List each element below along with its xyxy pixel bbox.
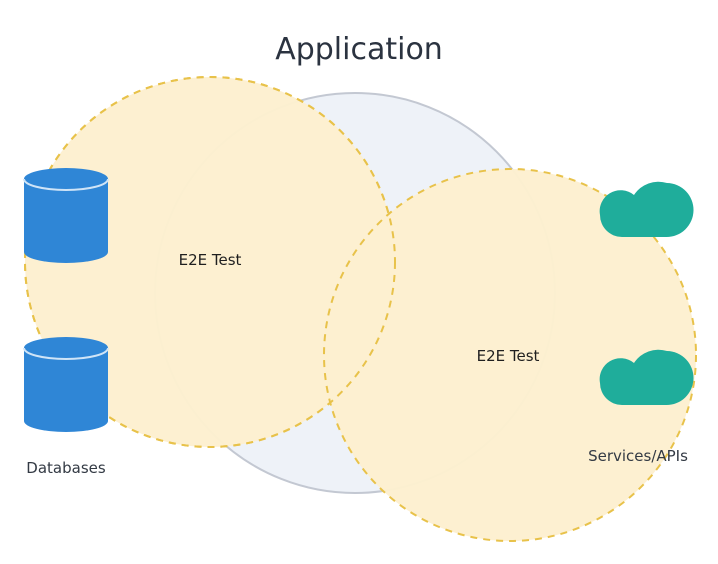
e2e-test-label-left: E2E Test bbox=[179, 251, 242, 269]
e2e-test-circle-left-outline bbox=[24, 76, 396, 448]
services-caption: Services/APIs bbox=[588, 447, 688, 465]
cloud-icon bbox=[599, 181, 694, 238]
e2e-test-circle-right bbox=[323, 168, 697, 542]
cloud-icon bbox=[599, 349, 694, 406]
diagram-title: Application bbox=[275, 32, 443, 67]
database-icon bbox=[23, 337, 109, 432]
e2e-test-label-right: E2E Test bbox=[477, 347, 540, 365]
database-icon bbox=[23, 168, 109, 263]
databases-caption: Databases bbox=[26, 459, 106, 477]
